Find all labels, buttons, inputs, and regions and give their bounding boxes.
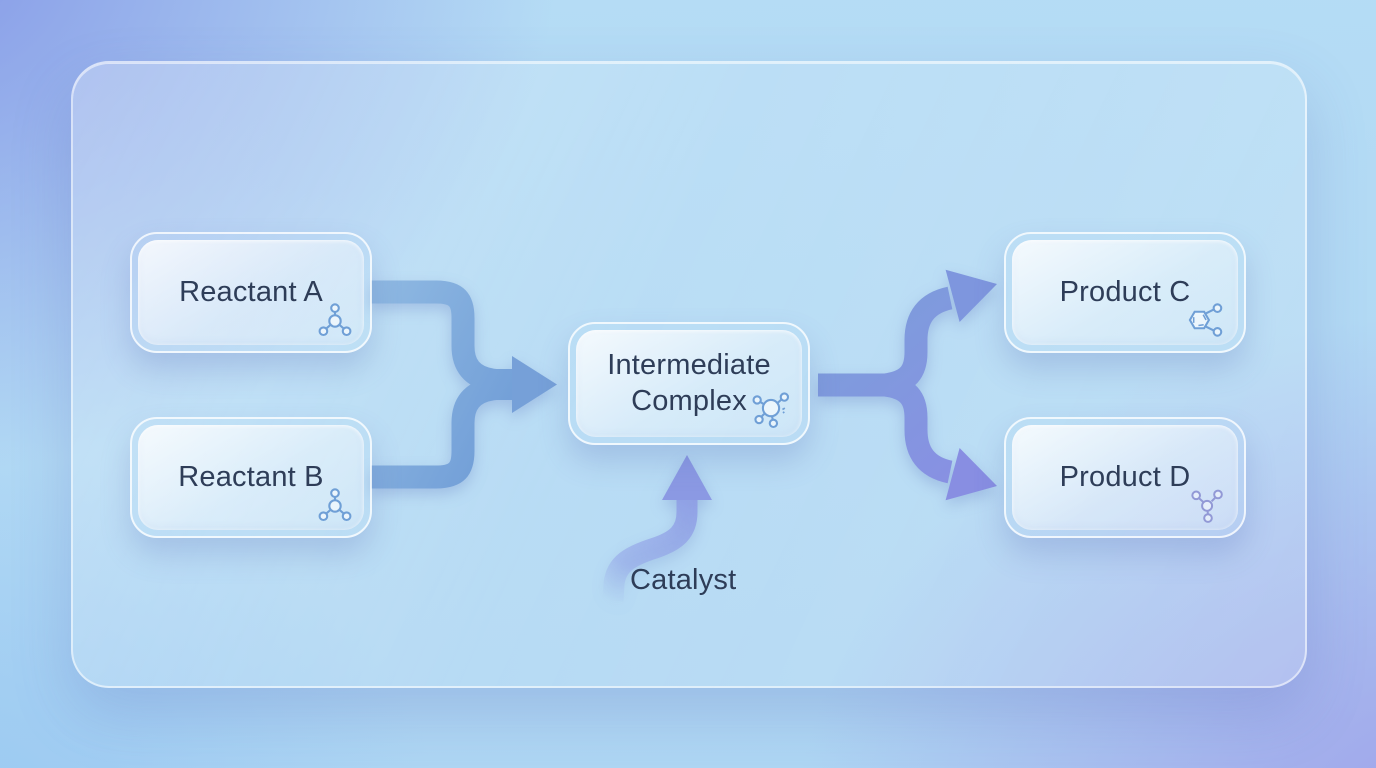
node-product-d: Product D [1004,417,1246,538]
node-intermediate-complex: Intermediate Complex [568,322,810,445]
node-intermediate-complex-label: Intermediate Complex [607,349,771,417]
molecule-trigonal-icon [318,488,352,522]
molecule-trigonal-purple-icon [1191,489,1223,523]
node-reactant-a-label: Reactant A [179,275,323,308]
catalyst-label: Catalyst [630,564,737,596]
molecule-trigonal-icon [318,303,352,337]
node-product-c: Product C [1004,232,1246,353]
node-product-c-label: Product C [1059,275,1191,308]
node-reactant-b: Reactant B [130,417,372,538]
node-product-d-label: Product D [1059,460,1191,493]
molecule-benzene-icon [1188,303,1223,337]
node-reactant-b-label: Reactant B [178,460,324,493]
node-reactant-a: Reactant A [130,232,372,353]
molecule-complex-icon [752,392,790,429]
